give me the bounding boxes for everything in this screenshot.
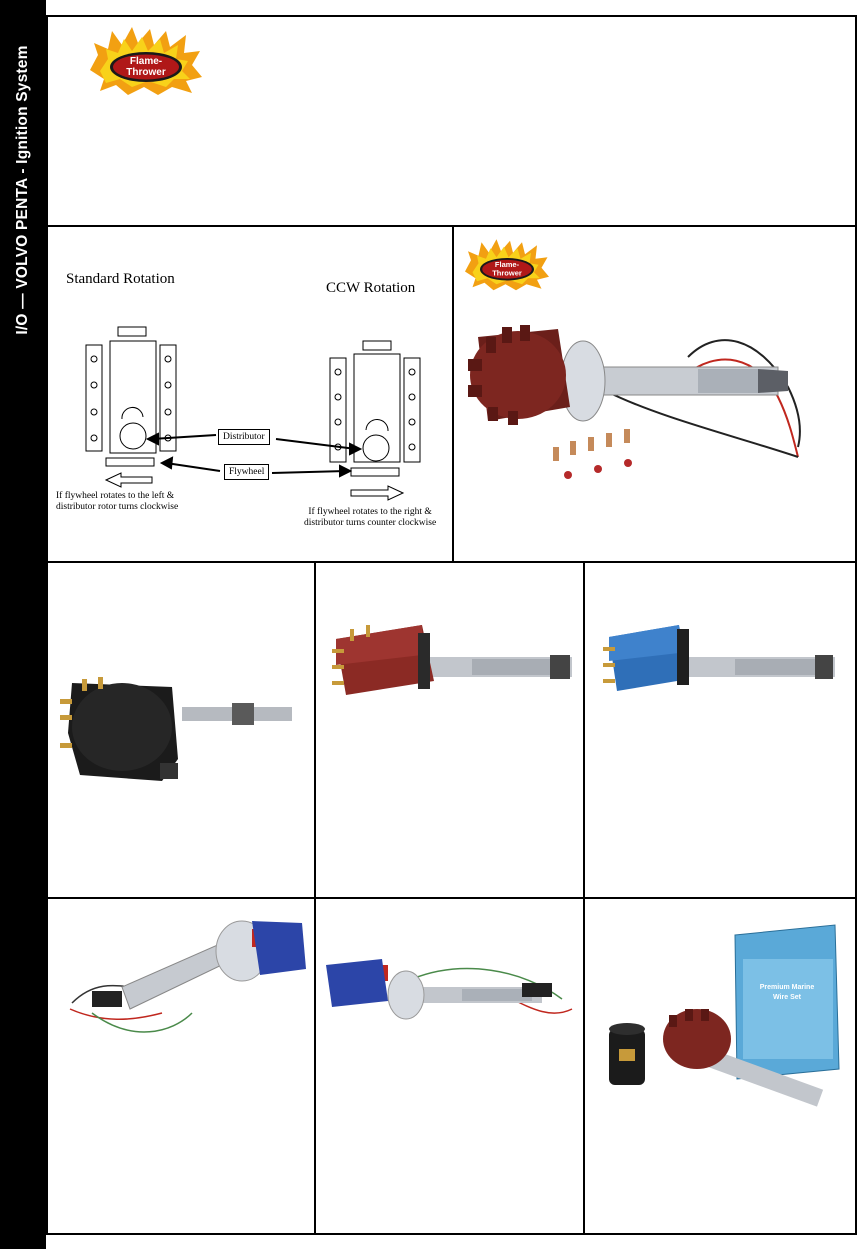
logo-text-2: Thrower <box>126 67 166 78</box>
flame-thrower-logo-small: Flame- Thrower <box>465 239 549 291</box>
black-distributor-cell <box>46 561 316 899</box>
kit-photo: Premium Marine Wire Set <box>609 924 840 1107</box>
distributor-photo-black <box>60 677 292 781</box>
distributor-label: Distributor <box>218 429 270 445</box>
chrome-blue-distributor-cell-1 <box>46 897 316 1235</box>
standard-caption-line-2: distributor rotor turns clockwise <box>56 502 179 512</box>
kit-cell: Premium Marine Wire Set <box>583 897 857 1235</box>
ccw-rotation-title: CCW Rotation <box>326 280 416 296</box>
distributor-photo-chrome-blue-2 <box>326 959 573 1020</box>
flame-thrower-logo: Flame- Thrower <box>90 27 202 95</box>
distributor-photo-blue <box>603 625 835 691</box>
ccw-caption: If flywheel rotates to the right & distr… <box>304 507 436 529</box>
red-distributor-cell <box>314 561 585 899</box>
header-cell: Flame- Thrower <box>46 15 857 227</box>
distributor-photo-chrome-blue-1 <box>69 920 306 1033</box>
distributor-photo-red <box>332 625 572 695</box>
chrome-blue-distributor-cell-2 <box>314 897 585 1235</box>
flywheel-label: Flywheel <box>224 464 270 480</box>
logo-text-1: Flame- <box>130 56 162 67</box>
rotation-diagram-cell: Standard Rotation CCW Rotation <box>46 225 454 563</box>
box-text-1: Premium Marine <box>760 984 815 991</box>
logo-small-text-1: Flame- <box>495 260 520 269</box>
standard-caption: If flywheel rotates to the left & distri… <box>56 491 178 513</box>
engine-diagram <box>85 326 421 501</box>
sidebar: I/O — VOLVO PENTA - Ignition System <box>0 0 46 1249</box>
standard-caption-line-1: If flywheel rotates to the left & <box>56 491 175 501</box>
box-text-2: Wire Set <box>773 994 802 1001</box>
sidebar-title: I/O — VOLVO PENTA - Ignition System <box>14 45 31 335</box>
logo-small-text-2: Thrower <box>492 268 522 277</box>
blue-distributor-cell <box>583 561 857 899</box>
ccw-caption-line-2: distributor turns counter clockwise <box>304 518 437 528</box>
flame-thrower-distributor-cell: Flame- Thrower <box>452 225 857 563</box>
ccw-caption-line-1: If flywheel rotates to the right & <box>308 507 432 517</box>
distributor-photo-maroon <box>468 325 801 479</box>
standard-rotation-title: Standard Rotation <box>66 271 175 287</box>
